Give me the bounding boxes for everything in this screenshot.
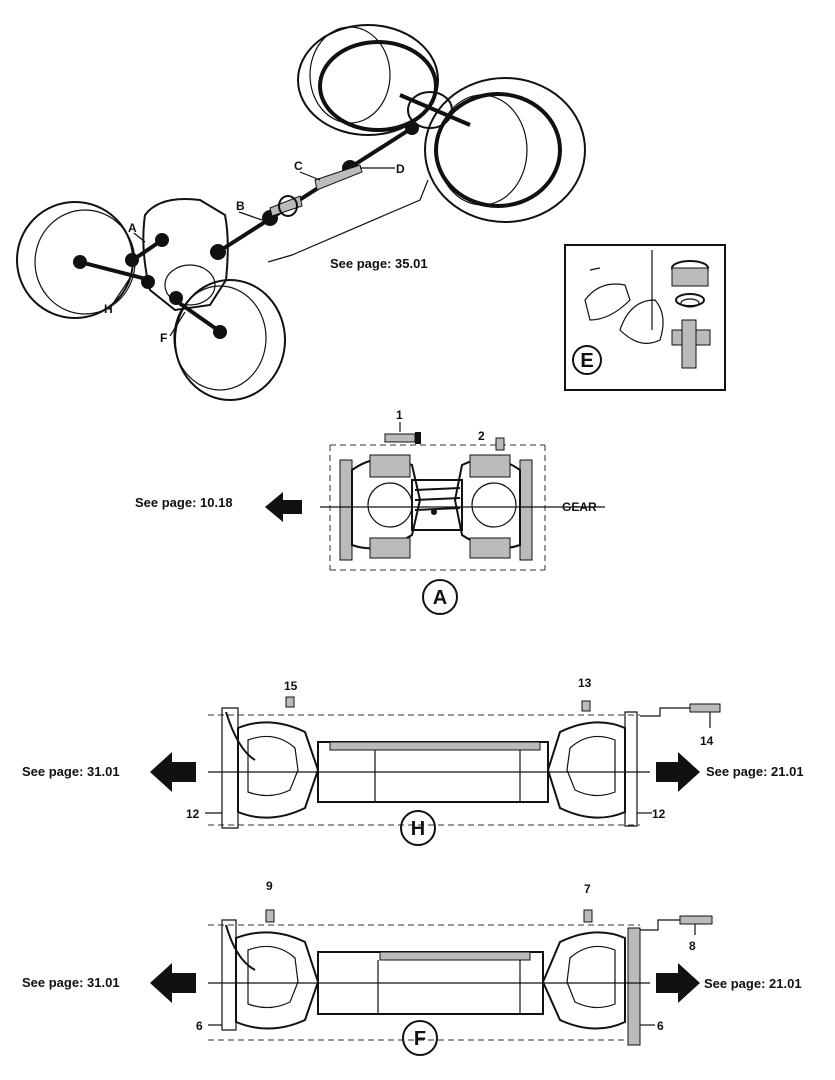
bracket-35-01 <box>267 179 429 263</box>
part-number-6-left: 6 <box>196 1019 203 1033</box>
assembly-h-badge <box>400 810 436 846</box>
part-number-6-right: 6 <box>657 1019 664 1033</box>
flange-right-a <box>519 459 533 561</box>
part-number-15: 15 <box>284 679 298 693</box>
assembly-a: 1 2 GEAR See page: 10.18 A <box>135 408 605 615</box>
assembly-h-label: H <box>411 818 425 840</box>
inset-e: E <box>564 244 726 391</box>
fitting-9 <box>265 909 275 923</box>
part-number-12-left: 12 <box>186 807 200 821</box>
part-number-2: 2 <box>478 429 485 443</box>
flange-left-f <box>221 919 237 1031</box>
grease-fitting-2 <box>495 437 505 451</box>
flange-left-a <box>339 459 353 561</box>
arrow-right-h <box>656 752 700 792</box>
point-label-b: B <box>236 199 245 213</box>
point-label-a: A <box>128 221 137 235</box>
part-number-12-right: 12 <box>652 807 666 821</box>
point-label-f: F <box>160 331 167 345</box>
see-page-31-01-f[interactable]: See page: 31.01 <box>22 975 120 990</box>
fitting-7 <box>583 909 593 923</box>
fitting-13 <box>581 700 591 712</box>
fitting-15 <box>285 696 295 708</box>
point-label-c: C <box>294 159 303 173</box>
bolt-14 <box>689 703 721 713</box>
center-bearing-b <box>269 195 303 217</box>
assembly-a-label: A <box>433 587 447 609</box>
point-label-d: D <box>396 162 405 176</box>
point-label-h: H <box>104 302 113 316</box>
part-number-14: 14 <box>700 734 714 748</box>
assembly-a-badge <box>422 579 458 615</box>
part-number-7: 7 <box>584 882 591 896</box>
assembly-f-label: F <box>414 1028 426 1050</box>
part-number-8: 8 <box>689 939 696 953</box>
see-page-35-01[interactable]: See page: 35.01 <box>330 256 428 271</box>
bolt-8 <box>679 915 713 925</box>
shaft-h <box>79 260 151 282</box>
gear-housing <box>142 198 229 312</box>
part-number-1: 1 <box>396 408 403 422</box>
inset-e-frame <box>564 244 726 391</box>
see-page-31-01-h[interactable]: See page: 31.01 <box>22 764 120 779</box>
bolt-1 <box>384 433 416 443</box>
joint-gearbox <box>210 244 226 260</box>
shaft-f <box>173 298 224 335</box>
assembly-f-badge <box>402 1020 438 1056</box>
arrow-left-f <box>150 963 196 1003</box>
flange-right-h <box>624 711 638 827</box>
rear-left-wheel <box>297 24 439 136</box>
rear-differential <box>407 91 453 129</box>
front-right-wheel <box>173 279 286 401</box>
propeller-shaft <box>216 126 414 254</box>
assembly-f: 9 7 8 6 6 See page: 31.01 See page: 21.0… <box>22 879 802 1056</box>
joint-rear-axle <box>405 121 419 135</box>
gear-text: GEAR <box>562 500 597 514</box>
part-number-13: 13 <box>578 676 592 690</box>
vehicle-overview: A B C D F H See page: 35.01 <box>16 24 586 401</box>
part-number-9: 9 <box>266 879 273 893</box>
arrow-left-h <box>150 752 196 792</box>
arrow-left-a <box>265 492 302 522</box>
see-page-10-18[interactable]: See page: 10.18 <box>135 495 233 510</box>
arrow-right-f <box>656 963 700 1003</box>
flange-right-f <box>627 927 641 1046</box>
flange-left-h <box>221 707 239 829</box>
inset-e-label: E <box>580 350 593 372</box>
assembly-h: 15 13 14 12 12 See page: 31.01 See page:… <box>22 676 804 846</box>
inset-e-badge <box>572 345 602 375</box>
center-bearing-c <box>314 164 363 191</box>
see-page-21-01-h[interactable]: See page: 21.01 <box>706 764 804 779</box>
rear-right-wheel <box>424 77 586 223</box>
see-page-21-01-f[interactable]: See page: 21.01 <box>704 976 802 991</box>
